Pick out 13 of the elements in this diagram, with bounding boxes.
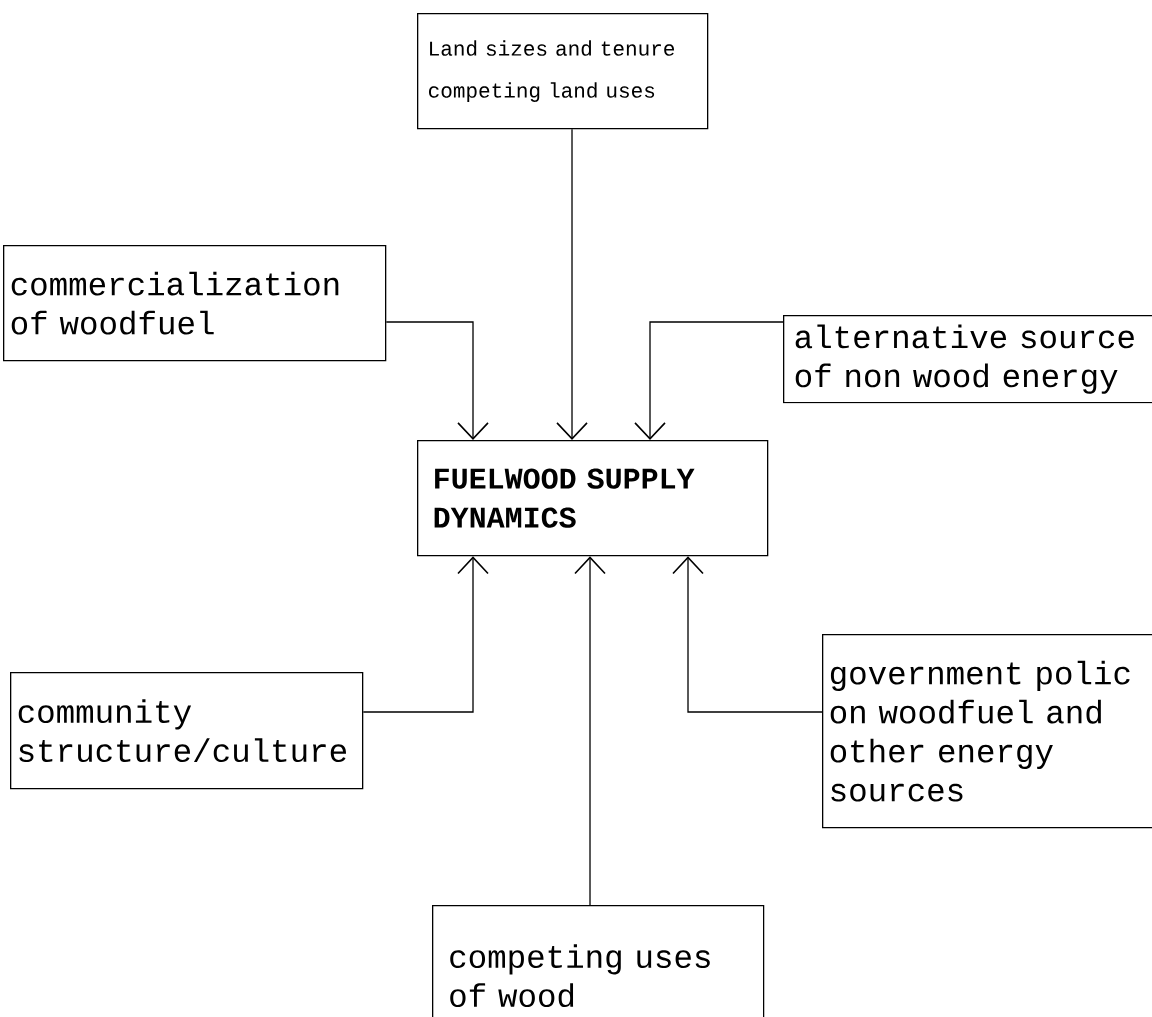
- arrow: [672, 556, 823, 713]
- factor-box: alternative source of non wood energy: [783, 315, 1152, 404]
- factor-box: commercialization of woodfuel: [3, 245, 387, 362]
- arrow: [556, 128, 588, 440]
- factor-box: competing uses of wood: [432, 905, 765, 1017]
- arrow: [362, 556, 489, 713]
- title-box: FUELWOOD SUPPLY DYNAMICS: [417, 440, 769, 557]
- arrow: [574, 556, 606, 906]
- factor-box: government polic on woodfuel and other energy sources: [822, 634, 1152, 829]
- arrow: [385, 321, 489, 440]
- factor-box: Land sizes and tenure competing land uses: [417, 13, 709, 130]
- factor-box: community structure/culture: [10, 672, 364, 790]
- arrow: [634, 321, 784, 440]
